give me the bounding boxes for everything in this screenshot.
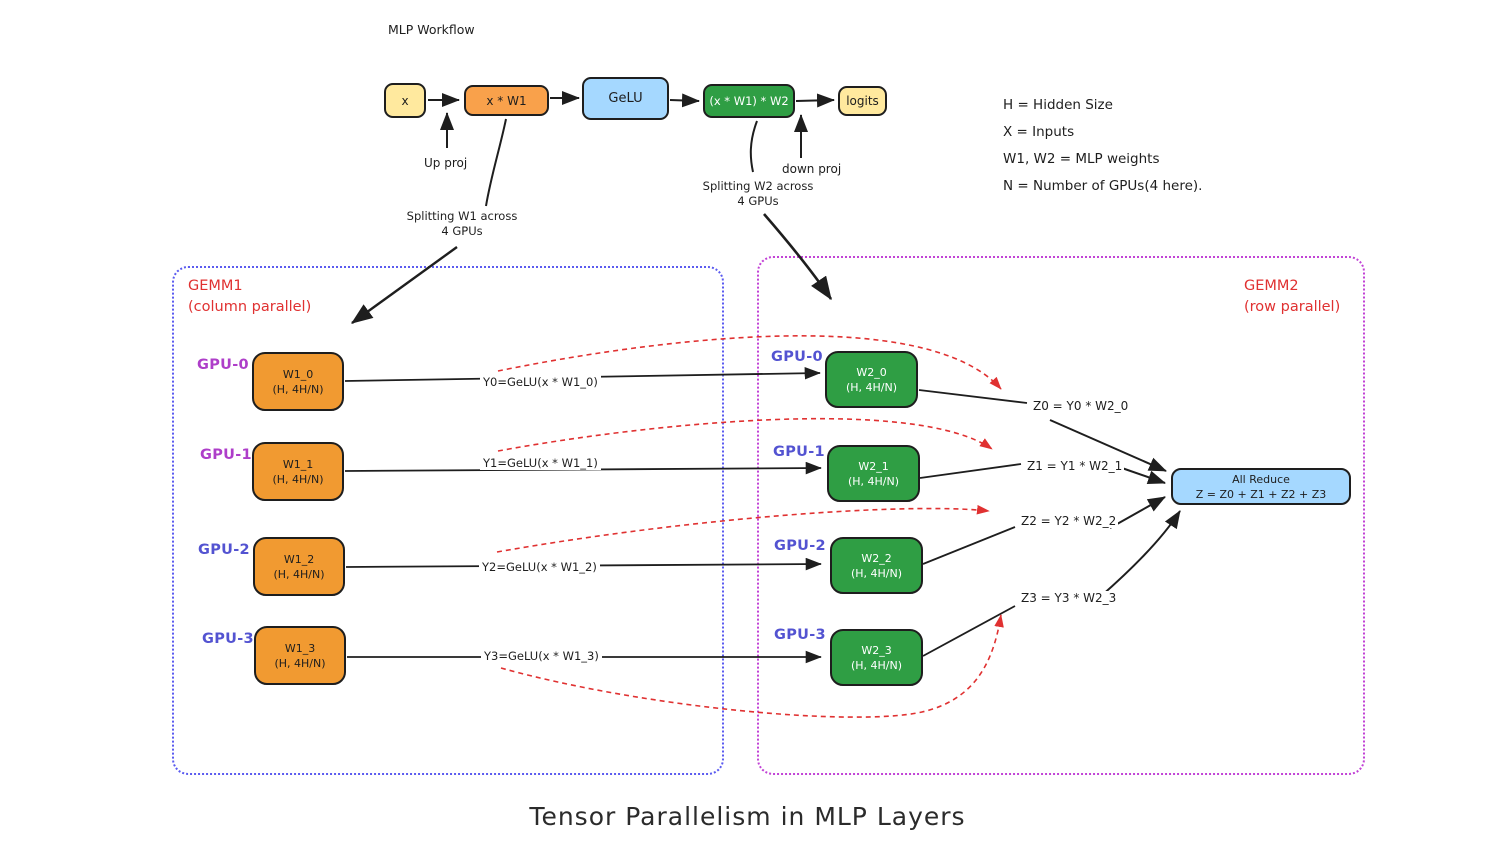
gemm1-gpu-2-label: GPU-2 <box>198 542 250 558</box>
legend-line-h: H = Hidden Size <box>1003 97 1113 113</box>
y-dashed-curves <box>496 335 1004 718</box>
y2-label: Y2=GeLU(x * W1_2) <box>479 560 600 574</box>
legend-line-x: X = Inputs <box>1003 124 1075 140</box>
w2-0-box: W2_0 (H, 4H/N) <box>825 351 918 408</box>
split-w1-label: Splitting W1 across 4 GPUs <box>406 209 518 238</box>
workflow-title: MLP Workflow <box>388 22 475 37</box>
node-gelu: GeLU <box>582 77 669 120</box>
w2-to-z-lines <box>918 389 1028 657</box>
arrow-z2-allreduce <box>1109 496 1166 529</box>
w1-0-box: W1_0 (H, 4H/N) <box>252 352 344 411</box>
y3-label: Y3=GeLU(x * W1_3) <box>481 649 602 663</box>
node-x: x <box>384 83 426 118</box>
w1-1-box: W1_1 (H, 4H/N) <box>252 442 344 501</box>
legend-line-n: N = Number of GPUs(4 here). <box>1003 178 1203 194</box>
arrow-z1-allreduce <box>1118 466 1166 485</box>
line-w2_1-z1 <box>919 463 1022 479</box>
z3-label: Z3 = Y3 * W2_3 <box>1019 591 1119 605</box>
z0-label: Z0 = Y0 * W2_0 <box>1031 399 1131 413</box>
dash-y3-z3 <box>500 614 1004 718</box>
w2-2-box: W2_2 (H, 4H/N) <box>830 537 923 594</box>
gemm1-gpu-1-label: GPU-1 <box>200 447 252 463</box>
gemm2-title: GEMM2 (row parallel) <box>1244 278 1341 315</box>
line-w2_2-z2 <box>922 526 1016 565</box>
down-proj-label: down proj <box>782 162 842 176</box>
workflow-arrows <box>351 91 835 324</box>
gemm1-gpu-0-label: GPU-0 <box>197 357 249 373</box>
arrow-xw1w2-to-logits <box>795 93 835 108</box>
y0-label: Y0=GeLU(x * W1_0) <box>480 375 601 389</box>
w1-2-box: W1_2 (H, 4H/N) <box>253 537 345 596</box>
up-proj-label: Up proj <box>424 156 468 170</box>
curve-split-w2 <box>749 120 758 173</box>
page-title: Tensor Parallelism in MLP Layers <box>529 802 966 831</box>
gemm2-gpu-2-label: GPU-2 <box>774 538 826 554</box>
z-to-allreduce-arrows <box>1049 419 1181 598</box>
arrow-split-w1-to-gemm1 <box>351 246 458 324</box>
dash-y1-z1 <box>497 417 993 452</box>
all-reduce-box: All Reduce Z = Z0 + Z1 + Z2 + Z3 <box>1171 468 1351 505</box>
node-xw1-w2: (x * W1) * W2 <box>703 84 795 118</box>
dash-y0-z0 <box>497 335 1002 390</box>
arrow-gelu-to-xw1w2 <box>669 93 700 108</box>
gemm2-gpu-3-label: GPU-3 <box>774 627 826 643</box>
legend-line-w: W1, W2 = MLP weights <box>1003 151 1160 167</box>
w2-1-box: W2_1 (H, 4H/N) <box>827 445 920 502</box>
arrow-z3-allreduce <box>1099 510 1181 598</box>
w1-3-box: W1_3 (H, 4H/N) <box>254 626 346 685</box>
arrow-split-w2-to-gemm2 <box>763 213 833 301</box>
z2-label: Z2 = Y2 * W2_2 <box>1019 514 1119 528</box>
gemm2-gpu-1-label: GPU-1 <box>773 444 825 460</box>
w2-3-box: W2_3 (H, 4H/N) <box>830 629 923 686</box>
node-x-w1: x * W1 <box>464 85 549 116</box>
line-w2_0-z0 <box>918 389 1028 404</box>
gemm2-gpu-0-label: GPU-0 <box>771 349 823 365</box>
node-logits: logits <box>838 86 887 116</box>
z1-label: Z1 = Y1 * W2_1 <box>1025 459 1125 473</box>
curve-split-w1 <box>485 118 507 207</box>
legend: H = Hidden Size X = Inputs W1, W2 = MLP … <box>1003 92 1202 200</box>
dash-y2-z2 <box>496 504 990 553</box>
arrow-z0-allreduce <box>1049 419 1167 472</box>
gemm2-container <box>757 256 1365 775</box>
line-w2_3-z3 <box>922 605 1016 657</box>
row-lines <box>344 366 822 664</box>
y1-label: Y1=GeLU(x * W1_1) <box>480 456 601 470</box>
gemm1-title: GEMM1 (column parallel) <box>188 278 312 315</box>
gemm1-gpu-3-label: GPU-3 <box>202 631 254 647</box>
split-w2-label: Splitting W2 across 4 GPUs <box>702 179 814 208</box>
